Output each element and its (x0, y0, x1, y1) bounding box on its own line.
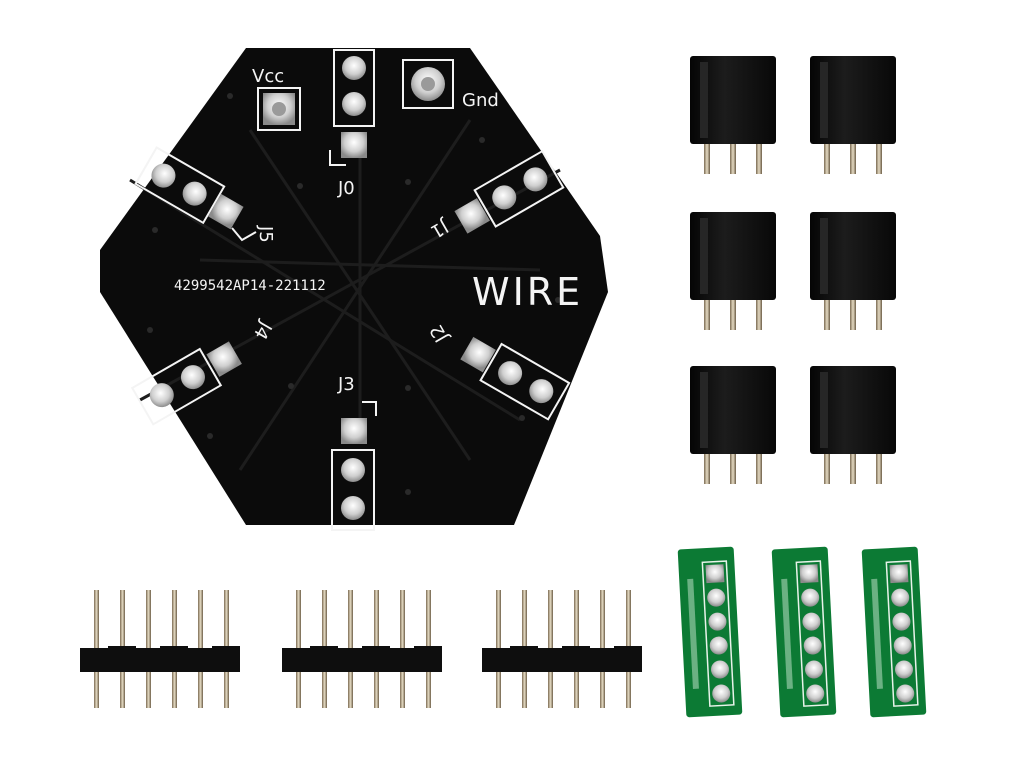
gnd-label: Gnd (462, 90, 499, 111)
male-headers (80, 590, 642, 708)
male-header (80, 590, 240, 708)
green-boards (677, 546, 927, 718)
j4-connector (130, 341, 242, 426)
j0-footprint (333, 49, 375, 127)
pcb-vias (147, 93, 561, 495)
female-header (690, 56, 776, 174)
j5-connector (134, 146, 244, 230)
j1-connector (454, 149, 565, 234)
j0-label: J0 (337, 178, 355, 199)
male-header (282, 590, 442, 708)
gnd-pad-outline (402, 59, 454, 109)
green-board (677, 546, 743, 718)
j2-connector (460, 336, 571, 421)
wire-label: WIRE (472, 270, 583, 314)
vcc-label: Vcc (252, 66, 284, 87)
female-header (810, 212, 896, 330)
j5-label: J5 (255, 225, 276, 243)
female-header (810, 366, 896, 484)
female-header (690, 212, 776, 330)
vcc-pad-outline (257, 87, 301, 131)
female-header (810, 56, 896, 174)
j3-label: J3 (337, 374, 355, 395)
female-headers (690, 56, 896, 484)
male-header (482, 590, 642, 708)
green-board (861, 546, 927, 718)
j3-footprint (331, 449, 375, 531)
female-header (690, 366, 776, 484)
hex-board: Vcc Gnd J0 J5 J1 (100, 48, 608, 531)
green-board (771, 546, 837, 718)
part-number: 4299542AP14-221112 (174, 278, 326, 294)
pcb-traces (129, 119, 561, 471)
